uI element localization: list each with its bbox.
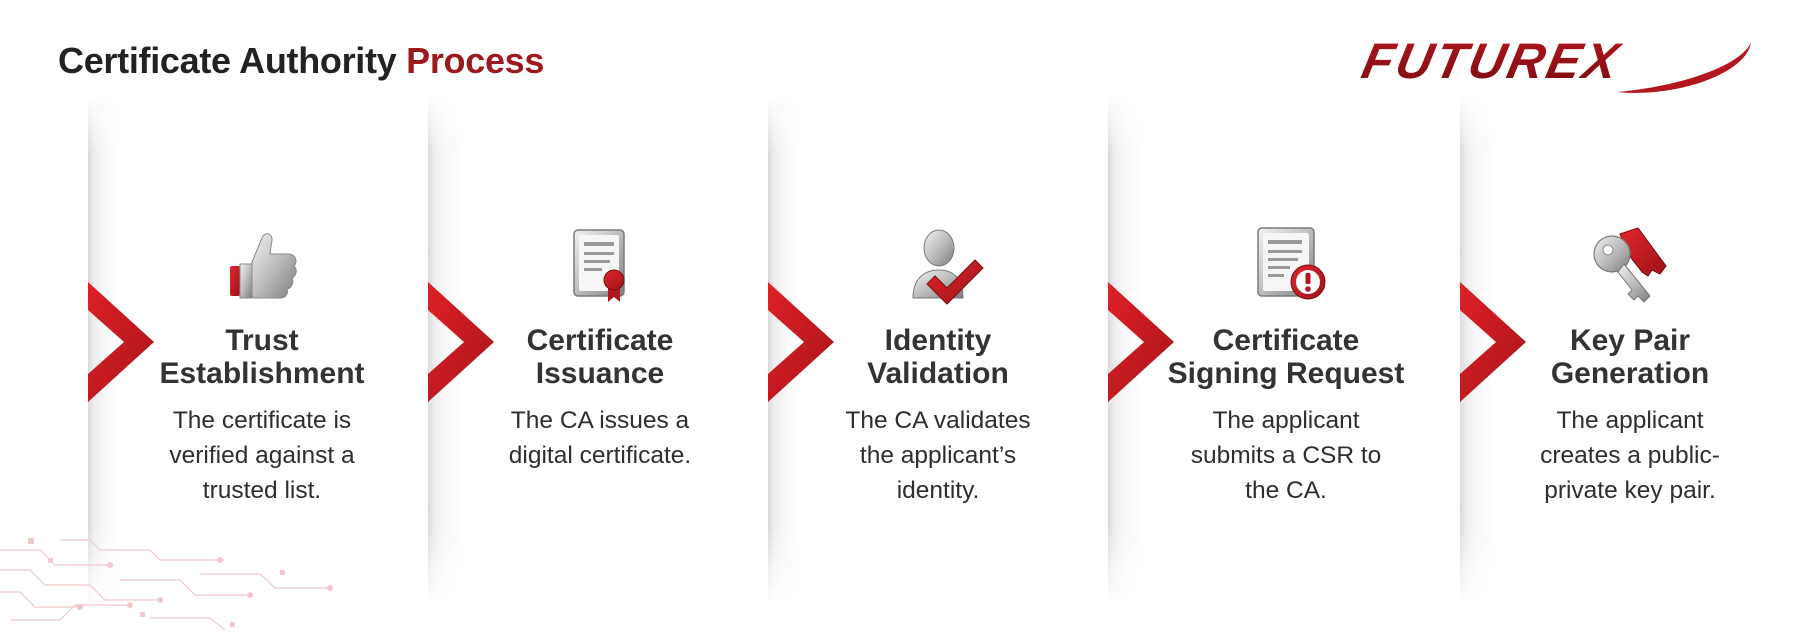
step-title-line: Certificate	[526, 324, 674, 357]
step-desc-line: the CA.	[1245, 477, 1327, 504]
step-desc-keypair: The applicant creates a public- private …	[1500, 403, 1760, 508]
page-title: Certificate Authority Process	[58, 40, 544, 82]
step-desc-csr: The applicant submits a CSR to the CA.	[1156, 403, 1416, 508]
step-desc-line: submits a CSR to	[1190, 442, 1382, 469]
step-desc-line: trusted list.	[202, 477, 322, 504]
certificate-ribbon-icon	[573, 229, 625, 302]
chevron-arrow-5	[1460, 282, 1526, 402]
step-panel-3	[768, 95, 1108, 605]
step-panel-2	[428, 95, 768, 605]
step-panel-4	[1108, 95, 1460, 605]
step-title-line: Validation	[867, 357, 1009, 390]
thumbs-up-icon	[230, 233, 297, 299]
step-desc-line: The certificate is	[172, 407, 352, 434]
step-desc-line: The applicant	[1212, 407, 1360, 434]
step-title-line: Key Pair	[1569, 324, 1691, 357]
user-checkmark-icon	[912, 229, 984, 305]
step-desc-trust: The certificate is verified against a tr…	[132, 403, 392, 508]
chevron-arrow-4	[1108, 282, 1174, 402]
step-title-line: Identity	[884, 324, 992, 357]
logo-wordmark: FUTUREX	[1357, 34, 1626, 89]
chevron-arrow-2	[428, 282, 494, 402]
step-desc-line: digital certificate.	[508, 442, 692, 469]
chevron-arrow-1	[88, 282, 154, 402]
step-desc-line: identity.	[896, 477, 980, 504]
step-title-line: Establishment	[159, 357, 365, 390]
step-desc-line: verified against a	[169, 442, 355, 469]
step-title-identity: Identity Validation	[778, 324, 1098, 390]
document-alert-icon	[1257, 227, 1326, 300]
step-title-keypair: Key Pair Generation	[1470, 324, 1790, 390]
step-desc-line: creates a public-	[1540, 442, 1720, 469]
step-desc-line: The CA issues a	[510, 407, 690, 434]
title-accent: Process	[406, 40, 545, 81]
key-pair-icon	[1593, 227, 1667, 303]
step-desc-identity: The CA validates the applicant’s identit…	[808, 403, 1068, 508]
step-desc-line: the applicant’s	[859, 442, 1017, 469]
futurex-logo: FUTUREX	[1357, 34, 1751, 93]
logo-swoosh	[1617, 42, 1751, 93]
step-desc-issuance: The CA issues a digital certificate.	[470, 403, 730, 473]
step-title-issuance: Certificate Issuance	[440, 324, 760, 390]
step-title-line: Trust	[225, 324, 299, 357]
step-title-csr: Certificate Signing Request	[1126, 324, 1446, 390]
step-desc-line: private key pair.	[1544, 477, 1716, 504]
step-title-line: Signing Request	[1167, 357, 1405, 390]
step-desc-line: The applicant	[1556, 407, 1704, 434]
step-title-line: Certificate	[1212, 324, 1360, 357]
step-title-line: Generation	[1550, 357, 1710, 390]
circuit-pattern-decoration	[0, 538, 333, 631]
step-title-trust: Trust Establishment	[102, 324, 422, 390]
step-title-line: Issuance	[535, 357, 665, 390]
title-main: Certificate Authority	[58, 40, 397, 81]
chevron-arrow-3	[768, 282, 834, 402]
step-desc-line: The CA validates	[845, 407, 1031, 434]
